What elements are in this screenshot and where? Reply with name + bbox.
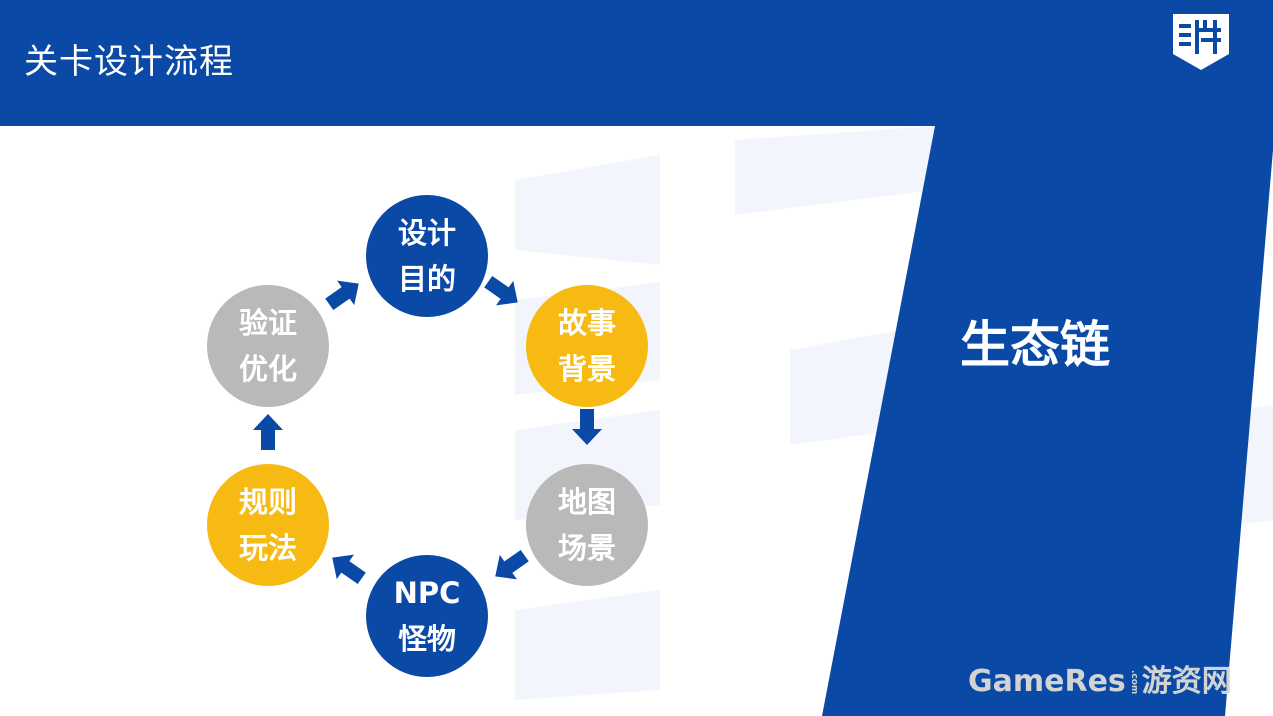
gameres-shield-logo-icon (1173, 14, 1229, 70)
blue-side-panel (822, 126, 1273, 716)
node-line2: 场景 (557, 531, 616, 565)
arrow-icon (479, 269, 527, 315)
node-rules-gameplay: 规则 玩法 (207, 464, 329, 586)
arrow-icon (486, 543, 534, 589)
node-line2: 目的 (397, 262, 456, 296)
arrow-icon (572, 409, 602, 445)
node-verify-optimize: 验证 优化 (207, 285, 329, 407)
node-line1: 设计 (397, 216, 456, 250)
node-line2: 怪物 (397, 622, 456, 656)
node-line1: NPC (393, 576, 461, 610)
node-line1: 验证 (238, 306, 297, 340)
watermark-domain: .com (1128, 670, 1139, 695)
arrow-icon (323, 545, 371, 591)
arrow-icon (320, 271, 368, 317)
node-story-background: 故事 背景 (526, 285, 648, 407)
node-map-scene: 地图 场景 (526, 464, 648, 586)
node-design-purpose: 设计 目的 (366, 195, 488, 317)
node-line2: 玩法 (238, 531, 297, 565)
arrow-icon (253, 414, 283, 450)
watermark-brand: GameRes (968, 664, 1126, 699)
ecosystem-chain-label: 生态链 (960, 316, 1110, 374)
node-npc-monster: NPC 怪物 (366, 555, 488, 677)
node-line1: 地图 (557, 485, 616, 519)
watermark-name: 游资网 (1141, 664, 1232, 699)
page-title: 关卡设计流程 (24, 42, 234, 82)
node-line1: 规则 (238, 485, 297, 519)
header-bar (0, 0, 1273, 126)
node-line2: 背景 (557, 352, 616, 386)
node-line1: 故事 (557, 306, 616, 340)
node-line2: 优化 (238, 352, 297, 386)
